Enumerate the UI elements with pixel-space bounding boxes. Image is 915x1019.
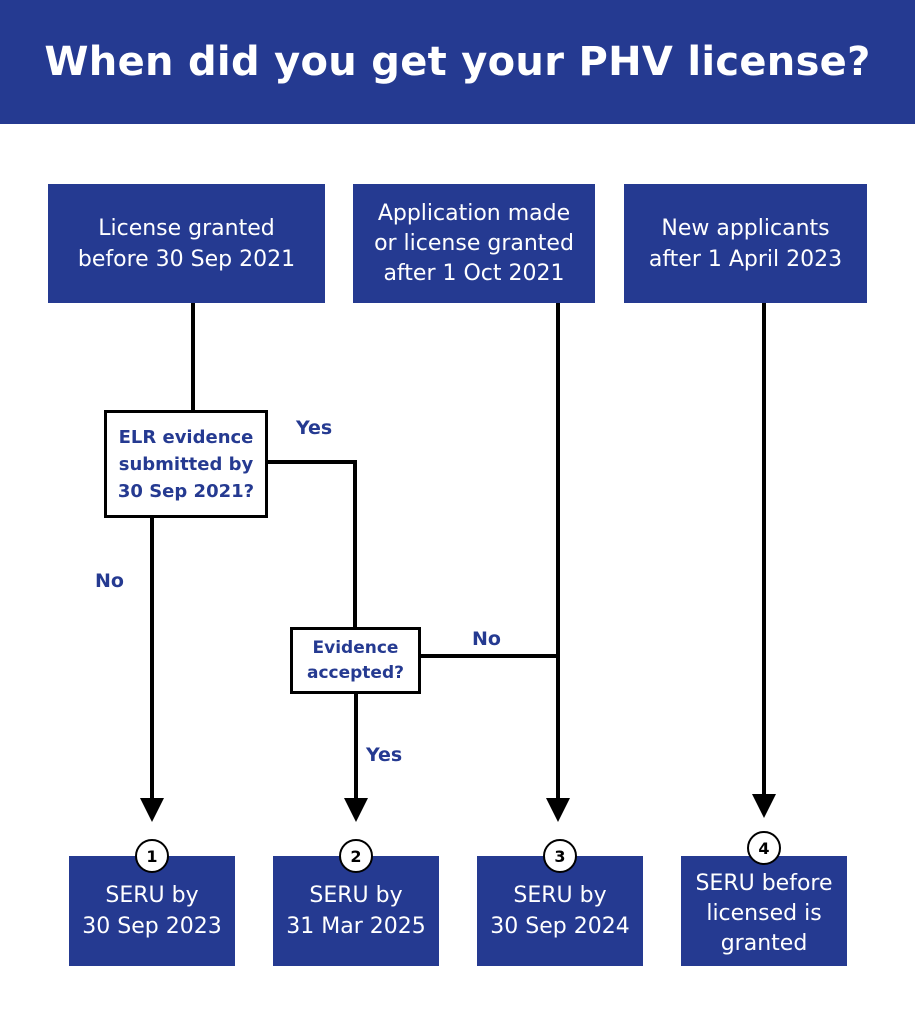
outcome-number-4: 4 [747,831,781,865]
start-box-before-2021: License granted before 30 Sep 2021 [48,184,325,303]
label-q1-no: No [95,570,124,592]
label-q2-yes: Yes [366,744,403,766]
label-q2-no: No [472,628,501,650]
label-q1-yes: Yes [296,417,333,439]
start-box-new-applicants: New applicants after 1 April 2023 [624,184,867,303]
question-elr-evidence: ELR evidence submitted by 30 Sep 2021? [104,410,268,518]
outcome-box-4: SERU before licensed is granted [681,856,847,966]
outcome-box-2: SERU by 31 Mar 2025 [273,856,439,966]
start-box-after-2021: Application made or license granted afte… [353,184,595,303]
outcome-box-1: SERU by 30 Sep 2023 [69,856,235,966]
page-title: When did you get your PHV license? [0,0,915,124]
outcome-number-3: 3 [543,839,577,873]
outcome-box-3: SERU by 30 Sep 2024 [477,856,643,966]
outcome-number-1: 1 [135,839,169,873]
question-evidence-accepted: Evidence accepted? [290,627,421,694]
connector-q1-yes-to-q2 [268,460,357,628]
outcome-number-2: 2 [339,839,373,873]
